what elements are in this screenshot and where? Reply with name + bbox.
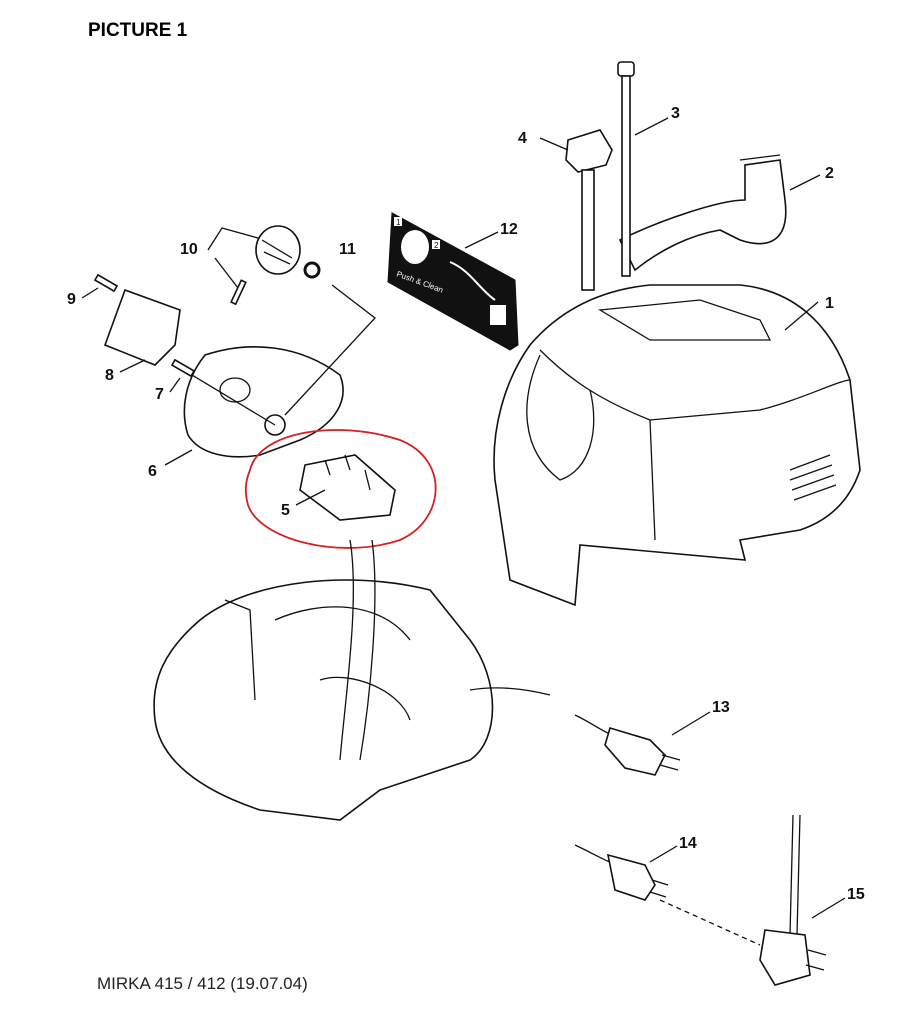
label-part-4: 4 <box>518 130 527 147</box>
part-3-long-screw <box>617 61 635 277</box>
part-11-o-ring <box>303 261 321 279</box>
label-part-8: 8 <box>105 367 114 384</box>
leader-lines <box>81 117 846 919</box>
base-housing <box>153 539 551 821</box>
part-9-screw <box>93 273 119 293</box>
part-14-us-power-plug <box>574 844 761 946</box>
diagram-title: PICTURE 1 <box>88 20 188 41</box>
model-footer: MIRKA 415 / 412 (19.07.04) <box>97 974 308 993</box>
sticker-step-2: 2 <box>434 241 439 250</box>
label-part-14: 14 <box>679 835 697 852</box>
part-15-plug-adapter <box>759 814 827 986</box>
highlight-circle <box>244 429 437 549</box>
label-part-13: 13 <box>712 699 730 716</box>
part-2-handle <box>618 154 787 272</box>
label-part-1: 1 <box>825 295 834 312</box>
label-part-11: 11 <box>339 241 356 258</box>
label-part-10: 10 <box>180 241 198 258</box>
label-part-2: 2 <box>825 165 834 182</box>
label-part-3: 3 <box>671 105 680 122</box>
label-part-12: 12 <box>500 221 518 238</box>
part-7-screw <box>170 358 196 378</box>
label-part-9: 9 <box>67 291 76 308</box>
part-4-locking-pin <box>565 129 613 291</box>
label-part-6: 6 <box>148 463 157 480</box>
label-part-7: 7 <box>155 386 164 403</box>
part-6-control-panel <box>183 346 344 458</box>
part-5-switch <box>299 454 396 521</box>
part-10-knob <box>230 225 301 306</box>
part-1-top-cover <box>493 284 861 607</box>
part-12-label-sticker: 1 2 Push & Clean <box>387 212 519 351</box>
part-8-cover-plate <box>103 288 181 366</box>
label-part-5: 5 <box>281 502 290 519</box>
sticker-step-1: 1 <box>396 218 401 227</box>
part-13-eu-power-plug <box>574 714 681 776</box>
label-part-15: 15 <box>847 886 865 903</box>
